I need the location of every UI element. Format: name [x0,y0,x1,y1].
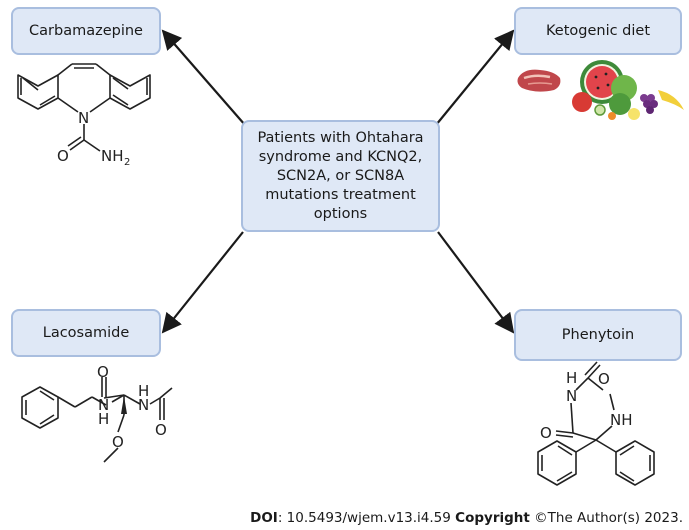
doi-value: : 10.5493/wjem.v13.i4.59 [277,510,456,526]
carbamazepine-nh2-atom: NH [101,147,124,165]
lacosamide-n1-atom: N [98,396,109,414]
lacosamide-n2-atom: N [138,396,149,414]
phenytoin-label: Phenytoin [561,326,635,343]
lacosamide-h2-atom: H [138,382,149,400]
phenytoin-nh-atom: NH [610,411,633,429]
ketogenic-diet-label: Ketogenic diet [545,22,651,39]
phenytoin-o2-atom: O [540,424,552,442]
ketogenic-diet-box: Ketogenic diet [514,7,682,55]
phenytoin-box: Phenytoin [514,309,682,361]
lacosamide-o2-atom: O [155,421,167,439]
doi-label: DOI [250,510,278,526]
carbamazepine-o-atom: O [57,147,69,165]
carbamazepine-nh2-subscript: 2 [124,157,130,168]
carbamazepine-n-atom: N [78,109,89,127]
copyright-value: ©The Author(s) 2023. [529,510,683,526]
phenytoin-n1-atom: N [566,387,577,405]
center-label: Patients with Ohtahara syndrome and KCNQ… [257,129,424,222]
arrow-to-lacosamide [161,231,244,334]
lacosamide-box: Lacosamide [11,309,161,357]
lacosamide-o3-atom: O [112,433,124,451]
lacosamide-h1-atom: H [98,410,109,428]
center-box: Patients with Ohtahara syndrome and KCNQ… [241,120,440,232]
copyright-label: Copyright [455,510,530,526]
food-icon [517,60,684,120]
citation-footer: DOI: 10.5493/wjem.v13.i4.59 Copyright ©T… [250,510,683,526]
carbamazepine-box: Carbamazepine [11,7,161,55]
lacosamide-o1-atom: O [97,363,109,381]
lacosamide-label: Lacosamide [42,324,130,341]
carbamazepine-label: Carbamazepine [29,22,143,39]
phenytoin-o1-atom: O [598,370,610,388]
arrow-to-ketogenic-diet [435,29,515,126]
phenytoin-h1-atom: H [566,369,577,387]
arrow-to-carbamazepine [161,29,246,126]
arrow-to-phenytoin [437,231,515,334]
